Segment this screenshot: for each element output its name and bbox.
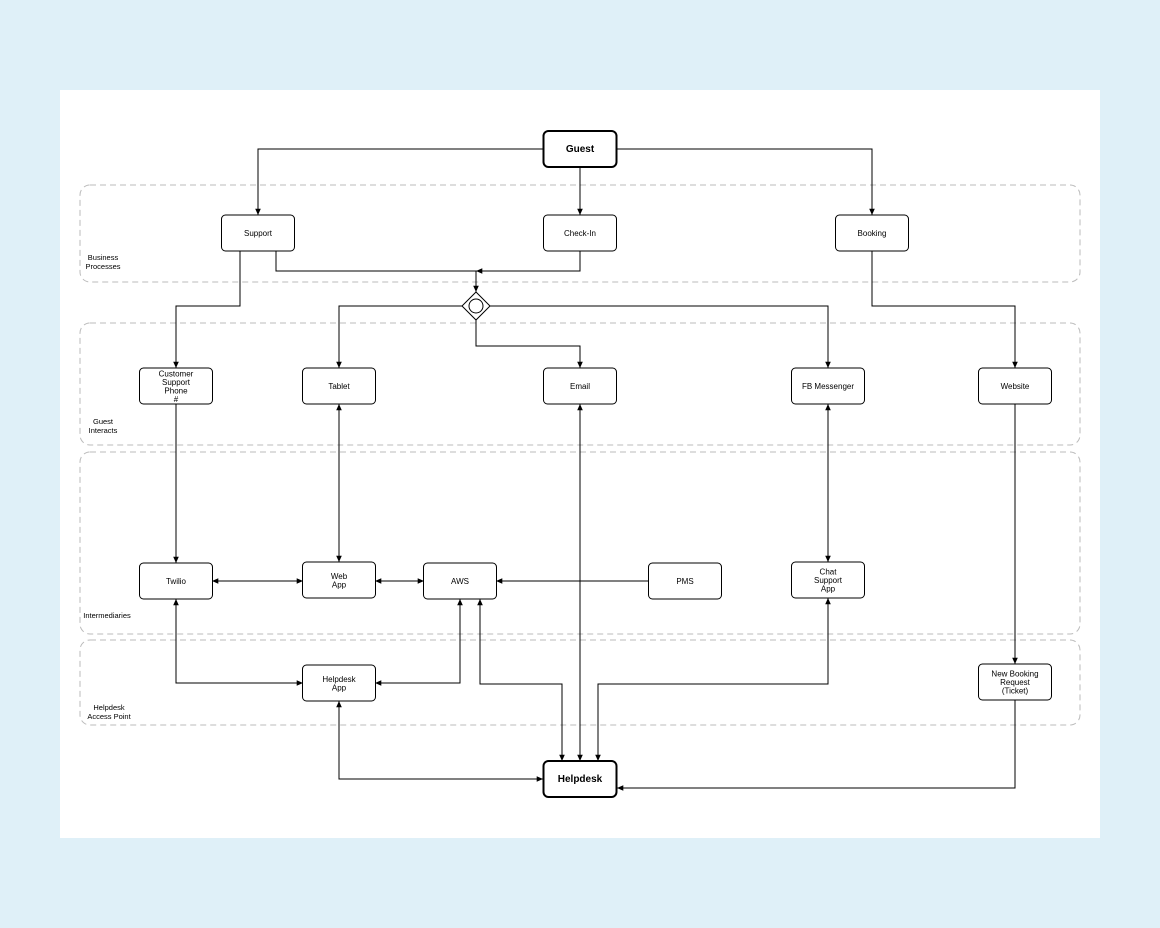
- node-box: [542, 130, 618, 168]
- node-booking[interactable]: Booking: [835, 214, 909, 252]
- edge-checkin-to-gateway: [476, 251, 581, 274]
- node-label: Twilio: [166, 577, 187, 586]
- node-label: Check-In: [564, 229, 596, 238]
- inclusive-gateway: [461, 291, 491, 321]
- node-tablet[interactable]: Tablet: [302, 367, 376, 405]
- node-label: Guest: [566, 144, 595, 155]
- node-checkin[interactable]: Check-In: [543, 214, 617, 252]
- node-fb-messenger[interactable]: FB Messenger: [791, 367, 865, 405]
- node-box: [542, 760, 618, 798]
- node-box: [302, 561, 376, 599]
- edge-gateway-to-fb-messenger: [490, 305, 831, 368]
- node-box: [139, 562, 213, 600]
- node-box: [978, 367, 1052, 405]
- node-website[interactable]: Website: [978, 367, 1052, 405]
- edge-chat-support-app-to-helpdesk: [595, 598, 831, 761]
- edge-guest-to-booking: [617, 148, 875, 215]
- node-email[interactable]: Email: [543, 367, 617, 405]
- node-label: Support: [244, 229, 273, 238]
- gateway-circle: [468, 298, 484, 314]
- node-box: [302, 367, 376, 405]
- connectors: [173, 148, 1018, 791]
- edge-support-to-customer-support-phone: [173, 251, 241, 368]
- node-label: Tablet: [328, 382, 350, 391]
- node-box: [791, 561, 865, 599]
- node-box: [543, 214, 617, 252]
- edge-gateway-to-tablet: [336, 305, 462, 368]
- node-label: Email: [570, 382, 590, 391]
- node-aws[interactable]: AWS: [423, 562, 497, 600]
- node-box: [221, 214, 295, 252]
- node-box: [302, 664, 376, 702]
- node-label: Helpdesk: [558, 774, 603, 785]
- node-guest[interactable]: Guest: [542, 130, 618, 168]
- node-label: AWS: [451, 577, 469, 586]
- node-label: FB Messenger: [802, 382, 854, 391]
- node-box: [543, 367, 617, 405]
- edge-helpdesk-app-to-helpdesk: [336, 701, 543, 782]
- node-label: Booking: [858, 229, 887, 238]
- node-box: [978, 663, 1052, 701]
- lane-label: Intermediaries: [83, 611, 131, 620]
- node-box: [423, 562, 497, 600]
- node-box: [835, 214, 909, 252]
- edge-aws-to-helpdesk-app: [375, 599, 463, 686]
- edge-booking-to-website: [871, 251, 1018, 368]
- edge-new-booking-request-to-helpdesk: [617, 700, 1016, 791]
- edge-gateway-to-email: [475, 320, 583, 368]
- node-box: [648, 562, 722, 600]
- node-helpdesk[interactable]: Helpdesk: [542, 760, 618, 798]
- edge-guest-to-support: [255, 148, 543, 215]
- node-label: PMS: [676, 577, 693, 586]
- node-label: Website: [1001, 382, 1030, 391]
- node-box: [139, 367, 213, 405]
- node-pms[interactable]: PMS: [648, 562, 722, 600]
- node-support[interactable]: Support: [221, 214, 295, 252]
- edge-support-to-gateway: [275, 251, 479, 292]
- node-box: [791, 367, 865, 405]
- edge-aws-to-helpdesk: [477, 599, 565, 761]
- edge-twilio-to-helpdesk-app: [173, 599, 303, 686]
- node-twilio[interactable]: Twilio: [139, 562, 213, 600]
